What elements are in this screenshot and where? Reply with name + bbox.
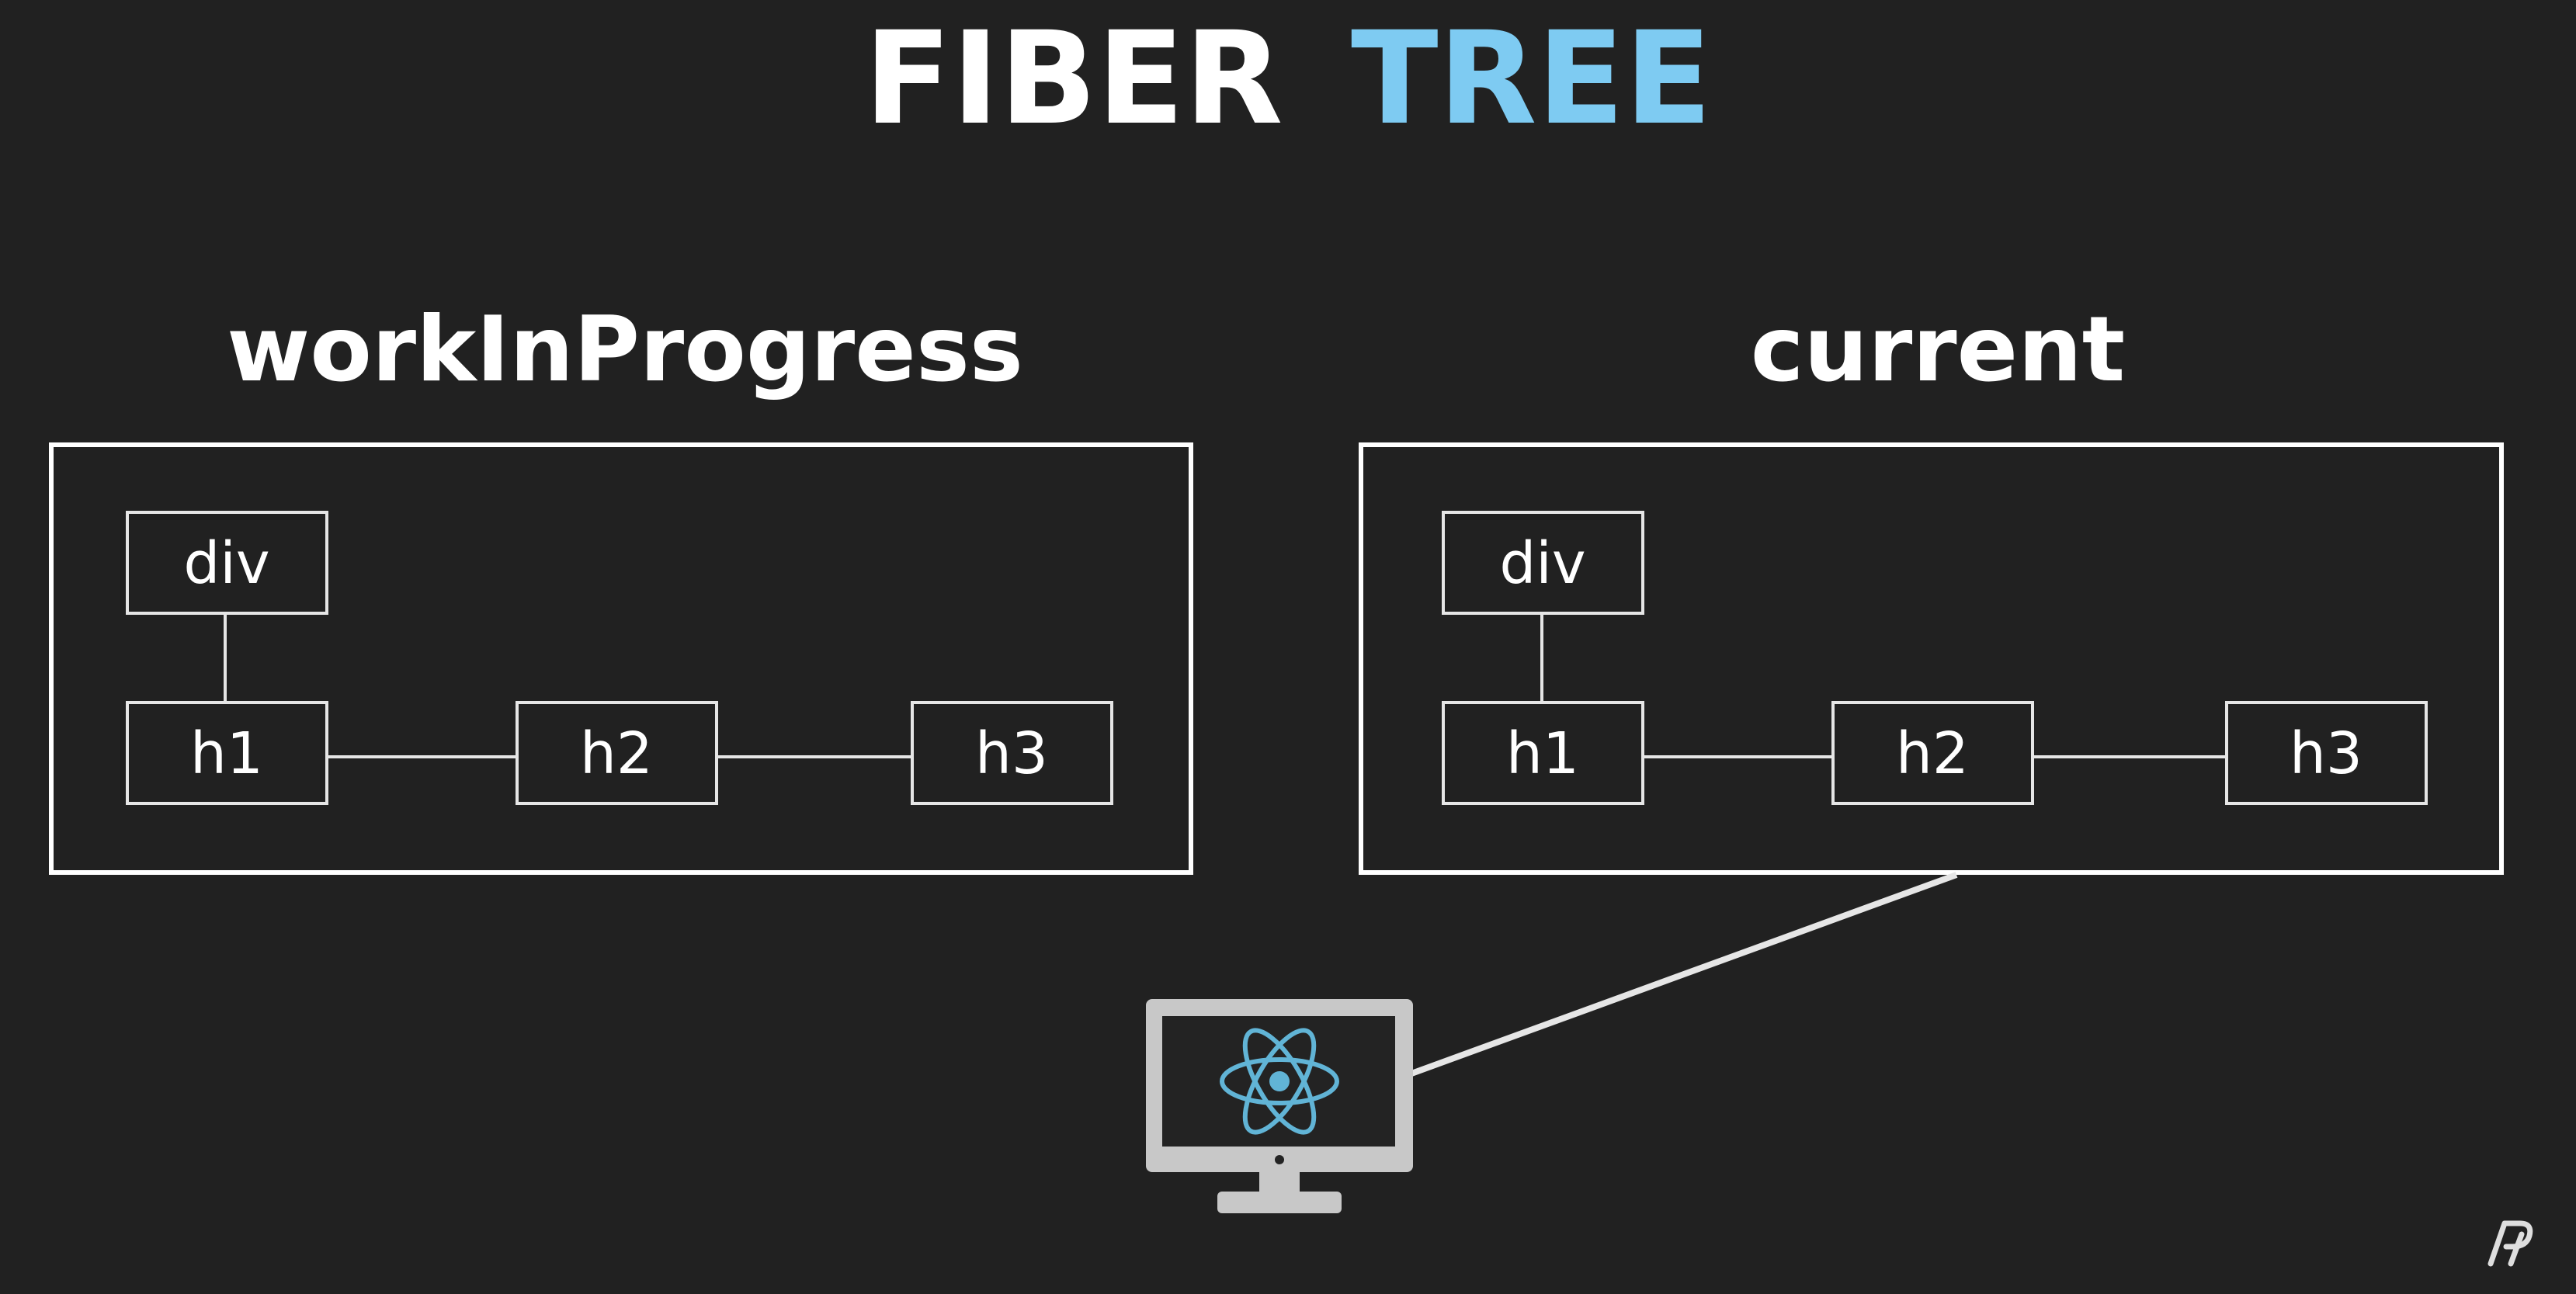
node-label-h3: h3 — [975, 720, 1048, 787]
node-label-h1: h1 — [1506, 720, 1579, 787]
title-part-fiber: FIBER — [864, 4, 1283, 153]
node-label-h3: h3 — [2290, 720, 2362, 787]
tree-node-h1: h1 — [1442, 701, 1644, 805]
tree-frame-current — [1359, 442, 2504, 875]
tree-frame-work-in-progress — [49, 442, 1193, 875]
monitor-stand — [1217, 1192, 1342, 1213]
node-label-h2: h2 — [1896, 720, 1969, 787]
tree-node-div: div — [126, 511, 328, 615]
tree-heading-current: current — [1751, 297, 2125, 402]
react-logo-icon — [1220, 1028, 1339, 1135]
channel-logo-icon — [2487, 1220, 2533, 1267]
node-label-h1: h1 — [190, 720, 263, 787]
tree-node-h3: h3 — [911, 701, 1113, 805]
node-label-div: div — [183, 530, 269, 597]
node-label-div: div — [1499, 530, 1585, 597]
diagram-title: FIBER TREE — [864, 4, 1712, 153]
tree-heading-work-in-progress: workInProgress — [227, 297, 1023, 402]
tree-work-in-progress: workInProgress div h1 h2 h3 — [49, 297, 1193, 875]
tree-node-h2: h2 — [1831, 701, 2034, 805]
tree-node-h1: h1 — [126, 701, 328, 805]
tree-current: current div h1 h2 h3 — [1359, 297, 2504, 875]
tree-node-div: div — [1442, 511, 1644, 615]
monitor-button — [1275, 1155, 1284, 1164]
tree-node-h3: h3 — [2225, 701, 2428, 805]
monitor-react-icon — [1146, 999, 1413, 1213]
node-label-h2: h2 — [580, 720, 653, 787]
title-part-tree: TREE — [1351, 4, 1712, 153]
display-pointer-line — [1410, 872, 1958, 1077]
tree-node-h2: h2 — [516, 701, 718, 805]
